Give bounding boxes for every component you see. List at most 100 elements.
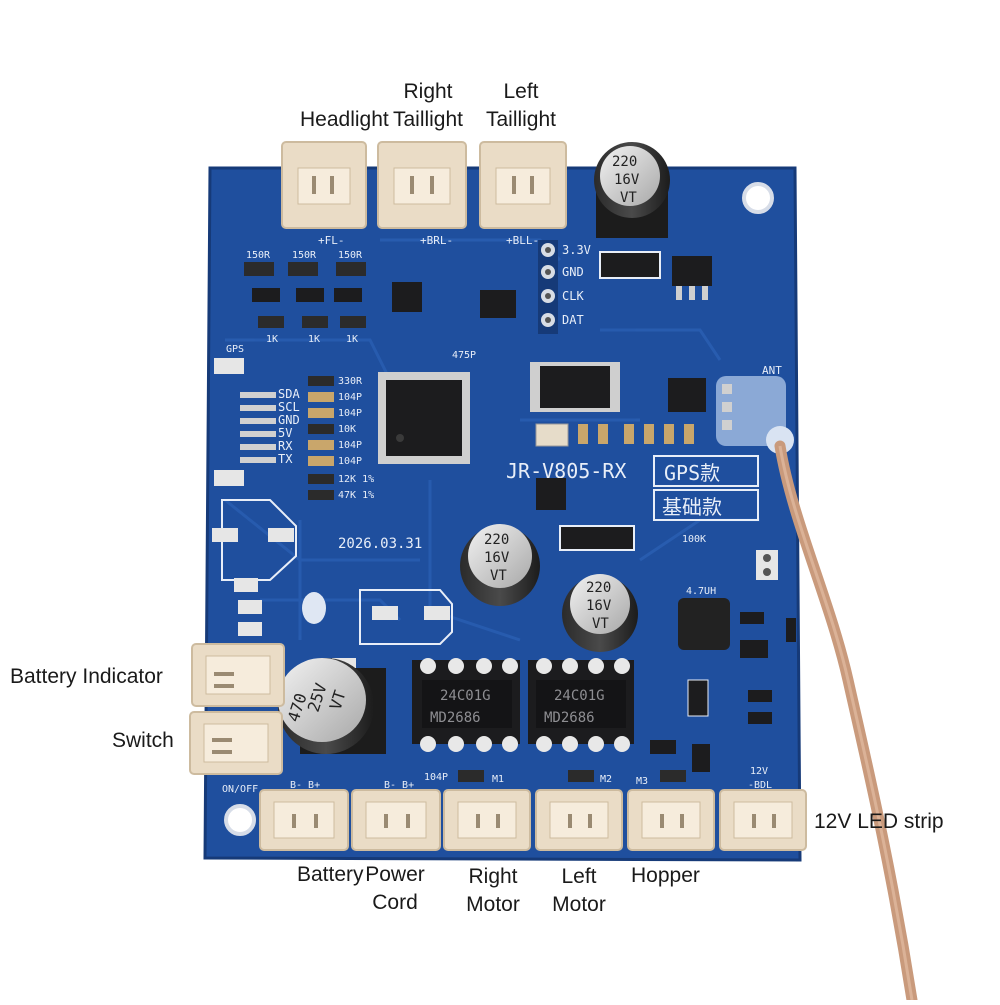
label-headlight: Headlight bbox=[300, 108, 389, 131]
mounting-hole-bottom-left bbox=[224, 804, 256, 836]
cap-top-right-voltage: 16V bbox=[614, 172, 640, 188]
cap-middle-right-voltage: 16V bbox=[586, 598, 612, 614]
silk-100k: 100K bbox=[682, 534, 706, 545]
driver-left-code: 24C01G bbox=[440, 688, 491, 704]
connector-power-cord bbox=[351, 789, 441, 851]
chip-square-right bbox=[668, 378, 706, 412]
label-left-motor-line2: Motor bbox=[552, 893, 606, 916]
mounting-hole-middle bbox=[302, 592, 326, 624]
label-battery-indicator: Battery Indicator bbox=[10, 665, 163, 688]
board-date: 2026.03.31 bbox=[338, 536, 422, 552]
res-col-8: 47K 1% bbox=[338, 490, 374, 501]
gps-box-text: GPS款 bbox=[664, 461, 720, 485]
silk-47uh: 4.7UH bbox=[686, 586, 716, 597]
silk-power-pins: B- B+ bbox=[384, 780, 414, 791]
res-top-6: 1K bbox=[346, 334, 358, 345]
chip-secondary bbox=[530, 362, 620, 412]
gps-pin-gnd: GND bbox=[278, 413, 300, 427]
label-right-taillight: Right Taillight bbox=[388, 78, 468, 134]
res-col-6: 104P bbox=[338, 456, 362, 467]
resistor-column-left bbox=[308, 376, 334, 500]
res-top-3: 150R bbox=[338, 250, 363, 261]
cap-middle-right-value: 220 bbox=[586, 580, 611, 596]
silk-104p: 104P bbox=[424, 772, 448, 783]
driver-right-part: MD2686 bbox=[544, 710, 595, 726]
res-top-5: 1K bbox=[308, 334, 320, 345]
label-right-motor-line1: Right bbox=[468, 865, 518, 888]
silk-12v: 12V bbox=[750, 766, 768, 777]
crystal bbox=[535, 423, 569, 447]
capacitor-middle-left: 220 16V VT bbox=[460, 524, 540, 606]
smd-left-cluster bbox=[234, 578, 262, 636]
res-col-5: 104P bbox=[338, 440, 362, 451]
label-hopper: Hopper bbox=[631, 864, 700, 887]
label-left-taillight-line2: Taillight bbox=[485, 108, 557, 131]
connector-right-motor bbox=[443, 789, 531, 851]
connector-led-strip bbox=[719, 789, 807, 851]
connector-left-motor bbox=[535, 789, 623, 851]
gps-pin-tx: TX bbox=[278, 452, 293, 466]
label-power-cord-line2: Cord bbox=[372, 891, 418, 914]
driver-right-code: 24C01G bbox=[554, 688, 605, 704]
connector-left-taillight bbox=[479, 141, 567, 229]
pin-label-clk: CLK bbox=[562, 289, 584, 303]
label-left-motor: Left Motor bbox=[548, 863, 610, 919]
cap-middle-left-voltage: 16V bbox=[484, 550, 510, 566]
motor-driver-right: MD2686 24C01G bbox=[528, 658, 634, 752]
chip-small-top bbox=[392, 282, 422, 312]
basic-box bbox=[653, 489, 759, 521]
diode-middle bbox=[559, 525, 635, 551]
silk-bdl: -BDL bbox=[748, 780, 772, 791]
label-switch: Switch bbox=[112, 729, 174, 752]
label-right-motor-line2: Motor bbox=[466, 893, 520, 916]
gps-pin-sda: SDA bbox=[278, 387, 300, 401]
chip-small-top-2 bbox=[480, 290, 516, 318]
connector-battery bbox=[259, 789, 349, 851]
label-power-cord-line1: Power bbox=[365, 863, 425, 886]
motor-driver-left: MD2686 24C01G bbox=[412, 658, 520, 752]
res-col-3: 104P bbox=[338, 408, 362, 419]
capacitor-middle-right: 220 16V VT bbox=[562, 574, 638, 652]
voltage-regulator bbox=[599, 251, 712, 300]
gps-box bbox=[653, 455, 759, 487]
silk-475p: 475P bbox=[452, 350, 476, 361]
label-led-strip: 12V LED strip bbox=[814, 810, 944, 833]
label-left-taillight-line1: Left bbox=[503, 80, 539, 103]
label-left-taillight: Left Taillight bbox=[480, 78, 562, 134]
capacitor-large: 470 25V VT bbox=[278, 658, 386, 754]
mcu-chip bbox=[378, 372, 470, 464]
transistor-middle bbox=[536, 478, 566, 510]
res-top-4: 1K bbox=[266, 334, 278, 345]
pin-label-3v3: 3.3V bbox=[562, 243, 591, 257]
smd-right-cluster bbox=[740, 612, 796, 724]
res-col-7: 12K 1% bbox=[338, 474, 374, 485]
basic-box-text: 基础款 bbox=[662, 495, 722, 519]
mounting-hole-top-right bbox=[742, 182, 774, 214]
cap-top-right-value: 220 bbox=[612, 154, 637, 170]
gps-pin-5v: 5V bbox=[278, 426, 292, 440]
silk-m3: M3 bbox=[636, 776, 648, 787]
connector-right-taillight bbox=[377, 141, 467, 229]
resistor-bank-top bbox=[244, 262, 366, 328]
cap-middle-left-brand: VT bbox=[490, 568, 507, 584]
pin-label-dat: DAT bbox=[562, 313, 584, 327]
silk-ant: ANT bbox=[762, 364, 782, 377]
capacitor-top-right: 220 16V VT bbox=[594, 142, 670, 238]
pin-label-gnd: GND bbox=[562, 265, 584, 279]
res-col-2: 104P bbox=[338, 392, 362, 403]
silk-brl: +BRL- bbox=[420, 234, 453, 247]
inductor bbox=[678, 598, 730, 650]
label-left-motor-line1: Left bbox=[561, 865, 597, 888]
res-top-2: 150R bbox=[292, 250, 317, 261]
label-power-cord: Power Cord bbox=[360, 861, 430, 917]
connector-battery-indicator bbox=[191, 643, 285, 707]
antenna-joint bbox=[716, 376, 794, 454]
driver-left-part: MD2686 bbox=[430, 710, 481, 726]
silk-fl: +FL- bbox=[318, 234, 345, 247]
res-top-1: 150R bbox=[246, 250, 271, 261]
label-right-taillight-line1: Right bbox=[403, 80, 453, 103]
gps-pads bbox=[214, 358, 276, 486]
silk-m1: M1 bbox=[492, 774, 504, 785]
